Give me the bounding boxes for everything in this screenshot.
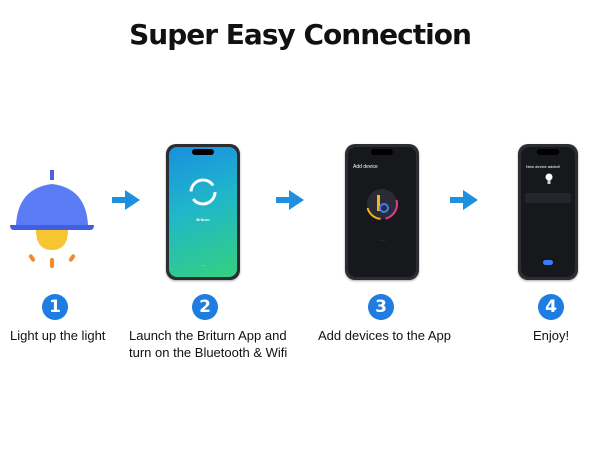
app-brand-text: Briturn [196, 217, 210, 222]
phone-device-added: New device added! [518, 144, 578, 280]
done-button[interactable] [543, 260, 553, 265]
phone-notch [537, 149, 559, 155]
scanning-icon [366, 188, 398, 220]
step-label-line: Launch the Briturn App and [129, 328, 287, 343]
phone-notch [371, 149, 393, 155]
screen-title: New device added! [526, 164, 561, 169]
phone-add-device: Add device ········· [345, 144, 419, 280]
instruction-text: ········· [378, 239, 386, 242]
step-label: Add devices to the App [318, 328, 451, 343]
bulb-icon [545, 173, 553, 184]
phone-screen: Add device ········· [348, 147, 416, 277]
screen-title: Add device [353, 164, 378, 170]
step-label: Light up the light [10, 328, 106, 343]
step-number-badge: 4 [538, 294, 564, 320]
arrow-right-icon [450, 190, 478, 210]
phone-screen: Briturn — [169, 147, 237, 277]
step-number-badge: 3 [368, 294, 394, 320]
step-label: Enjoy! [533, 328, 570, 343]
phone-screen: New device added! [521, 147, 575, 277]
arrow-right-icon [276, 190, 304, 210]
phone-app-launch: Briturn — [166, 144, 240, 280]
step-label: Launch the Briturn App and turn on the B… [129, 327, 309, 361]
app-tagline: — [201, 263, 205, 267]
arrow-right-icon [112, 190, 140, 210]
page-title: Super Easy Connection [129, 18, 472, 51]
step-number-badge: 2 [192, 294, 218, 320]
phone-notch [192, 149, 214, 155]
device-row[interactable] [525, 193, 571, 203]
step-number-badge: 1 [42, 294, 68, 320]
lamp-illustration [10, 170, 94, 268]
step-label-line: turn on the Bluetooth & Wifi [129, 345, 288, 360]
app-logo-icon [189, 178, 217, 206]
